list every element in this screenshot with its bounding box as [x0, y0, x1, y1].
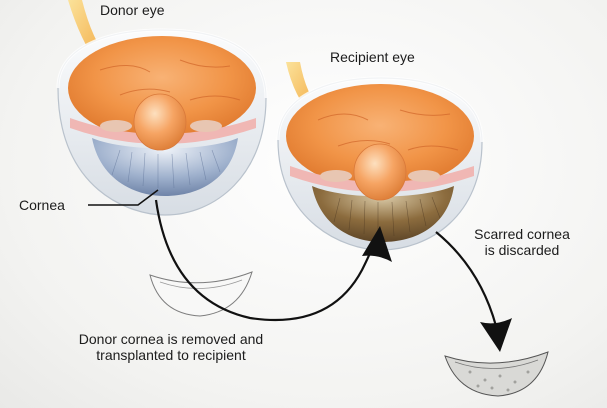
discarded-cornea-piece [444, 351, 549, 397]
scarred-cornea-line2: is discarded [484, 242, 560, 258]
donor-cornea-region [92, 138, 238, 196]
transplant-arrow [154, 199, 378, 322]
transplant-arrowhead [362, 226, 392, 262]
recipient-retina [286, 84, 474, 188]
transplant-line1: Donor cornea is removed and [78, 331, 264, 347]
discard-arrow [435, 231, 498, 327]
donor-lens [133, 93, 187, 151]
transplant-line2: transplanted to recipient [96, 347, 246, 363]
recipient-eye [276, 62, 484, 251]
scarred-cornea-line1: Scarred cornea [474, 226, 570, 242]
recipient-eye-label: Recipient eye [330, 49, 415, 65]
recipient-lens [353, 143, 407, 201]
cornea-leader-line [88, 189, 159, 206]
discard-arrowhead [480, 318, 512, 352]
scarred-cornea-label: Scarred cornea is discarded [462, 226, 582, 258]
donor-eye-label: Donor eye [100, 2, 165, 18]
cornea-label: Cornea [19, 197, 65, 213]
donor-retina [68, 36, 256, 140]
transplant-label: Donor cornea is removed and transplanted… [40, 331, 302, 363]
recipient-scarred-cornea-region [312, 186, 454, 242]
donor-eye [56, 0, 268, 216]
